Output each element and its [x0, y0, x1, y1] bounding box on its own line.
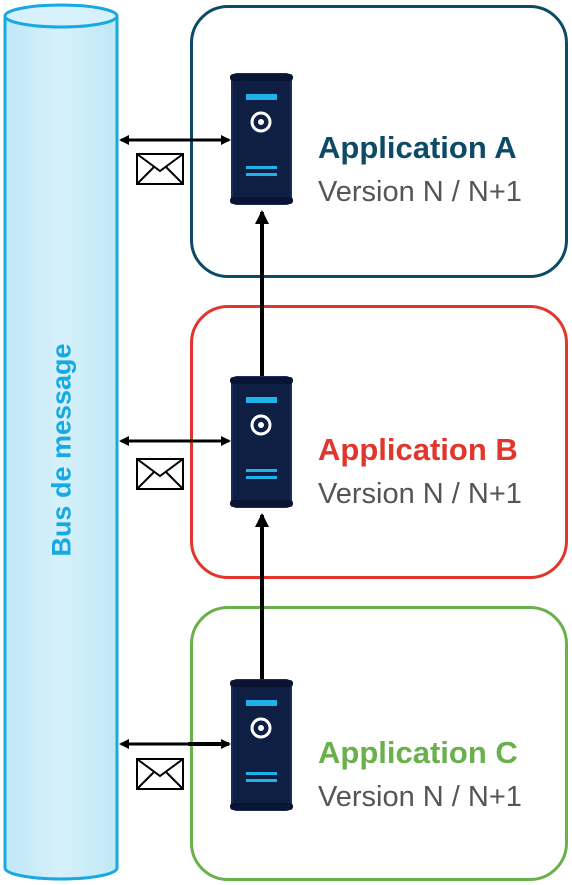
envelope-icon: [136, 758, 184, 790]
server-icon: [230, 73, 293, 205]
app-version-b: Version N / N+1: [318, 478, 522, 510]
bus-label: Bus de message: [46, 343, 77, 557]
app-version-a: Version N / N+1: [318, 176, 522, 208]
envelope-icon: [136, 153, 184, 185]
app-title-c: Application C: [318, 735, 518, 770]
app-version-c: Version N / N+1: [318, 781, 522, 813]
server-icon: [230, 376, 293, 508]
envelope-icon: [136, 458, 184, 490]
app-title-b: Application B: [318, 432, 518, 467]
message-bus: [3, 3, 119, 881]
app-title-a: Application A: [318, 130, 517, 165]
server-icon: [230, 679, 293, 811]
